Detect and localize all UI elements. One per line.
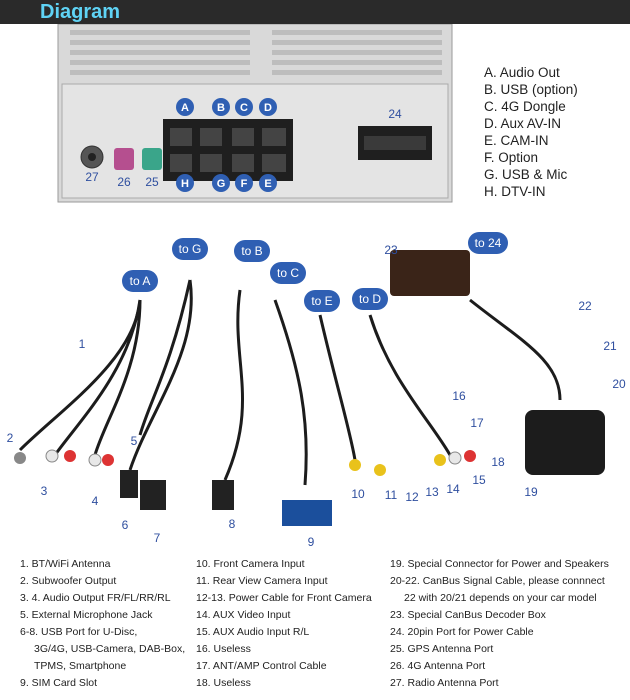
note-item: TPMS, Smartphone [34,660,127,672]
port-label-27: 27 [85,170,99,184]
tag-to-d: to D [359,292,381,306]
cable-num-1: 1 [79,337,86,351]
port-label-h: H [181,178,189,190]
cables-illustration: to G to B to C to E to D to A to 24 1 2 … [7,232,626,549]
sim-card-slot [282,500,332,526]
usb-plug-7 [140,480,166,510]
note-item: 1. BT/WiFi Antenna [20,558,111,570]
tag-to-a: to A [130,274,151,288]
port-label-e: E [264,178,271,190]
vent-slots [70,30,442,75]
tag-to-b: to B [241,244,262,258]
note-item: 9. SIM Card Slot [20,677,98,689]
cable-num-12: 12 [405,490,419,504]
rca-plugs [14,449,476,476]
usb-plug-8 [212,480,234,510]
note-item: 20-22. CanBus Signal Cable, please connn… [390,575,605,587]
cable-num-14: 14 [446,482,460,496]
note-item: 27. Radio Antenna Port [390,677,499,689]
cable-num-16: 16 [452,389,466,403]
cable-num-13: 13 [425,485,439,499]
cable-num-2: 2 [7,431,14,445]
power-speaker-connector [525,410,605,475]
note-item: 22 with 20/21 depends on your car model [404,592,597,604]
legend-item-c: C. 4G Dongle [484,99,566,114]
cable-num-18: 18 [491,455,505,469]
cable-num-17: 17 [470,416,484,430]
port-label-25: 25 [145,175,159,189]
cable-wires [18,279,562,486]
note-item: 14. AUX Video Input [196,609,291,621]
port-label-26: 26 [117,175,131,189]
tag-to-e: to E [311,294,332,308]
cable-tags [122,232,508,312]
note-item: 10. Front Camera Input [196,558,305,570]
legend-item-e: E. CAM-IN [484,133,549,148]
note-item: 5. External Microphone Jack [20,609,153,621]
port-label-b: B [217,102,225,114]
note-item: 25. GPS Antenna Port [390,643,494,655]
legend-item-f: F. Option [484,150,539,165]
header-bar: Diagram [0,0,630,24]
cable-num-9: 9 [308,535,315,549]
port-badges [176,98,277,192]
note-item: 12-13. Power Cable for Front Camera [196,592,372,604]
note-item: 19. Special Connector for Power and Spea… [390,558,609,570]
port-label-d: D [264,102,272,114]
note-item: 3G/4G, USB-Camera, DAB-Box, [34,643,186,655]
note-item: 18. Useless [196,677,251,689]
port-label-a: A [181,102,189,114]
tag-to-c: to C [277,266,299,280]
legend-item-g: G. USB & Mic [484,167,568,182]
note-item: 15. AUX Audio Input R/L [196,626,310,638]
cable-num-11: 11 [385,488,398,502]
tag-to-24: to 24 [475,236,502,250]
port-legend: A. Audio Out B. USB (option) C. 4G Dongl… [484,64,578,200]
port-label-g: G [217,178,226,190]
note-item: 6-8. USB Port for U-Disc, [20,626,138,638]
port-label-24: 24 [388,107,402,121]
rear-panel-illustration: A B C D H G F E 24 27 26 25 [57,24,453,203]
tag-to-g: to G [179,242,202,256]
legend-item-b: B. USB (option) [484,82,578,97]
usb-plug-6 [120,470,138,498]
cable-num-21: 21 [603,339,617,353]
legend-item-d: D. Aux AV-IN [484,116,562,131]
cable-num-15: 15 [472,473,486,487]
cable-num-7: 7 [154,531,161,545]
note-item: 26. 4G Antenna Port [390,660,486,672]
note-item: 24. 20pin Port for Power Cable [390,626,534,638]
notes-column-1: 1. BT/WiFi Antenna 2. Subwoofer Output 3… [20,556,185,692]
cable-num-20: 20 [612,377,626,391]
cable-num-22: 22 [578,299,592,313]
cable-num-23: 23 [384,243,398,257]
notes-column-3: 19. Special Connector for Power and Spea… [390,556,609,692]
cable-num-3: 3 [41,484,48,498]
note-item: 2. Subwoofer Output [20,575,117,587]
note-item: 17. ANT/AMP Control Cable [196,660,327,672]
4g-antenna-port [114,148,134,170]
cable-num-5: 5 [131,434,138,448]
canbus-decoder-box [390,250,470,296]
note-item: 23. Special CanBus Decoder Box [390,609,546,621]
port-label-f: F [241,178,248,190]
gps-antenna-port [142,148,162,170]
note-item: 16. Useless [196,643,251,655]
port-label-c: C [240,102,248,114]
legend-item-a: A. Audio Out [484,65,560,80]
cable-num-8: 8 [229,517,236,531]
cable-num-10: 10 [351,487,365,501]
cable-num-4: 4 [92,494,99,508]
note-item: 3. 4. Audio Output FR/FL/RR/RL [20,592,171,604]
cable-num-19: 19 [524,485,538,499]
note-item: 11. Rear View Camera Input [196,575,328,587]
cable-num-6: 6 [122,518,129,532]
legend-item-h: H. DTV-IN [484,184,546,199]
notes-column-2: 10. Front Camera Input 11. Rear View Cam… [196,556,372,692]
page-title: Diagram [40,1,121,23]
